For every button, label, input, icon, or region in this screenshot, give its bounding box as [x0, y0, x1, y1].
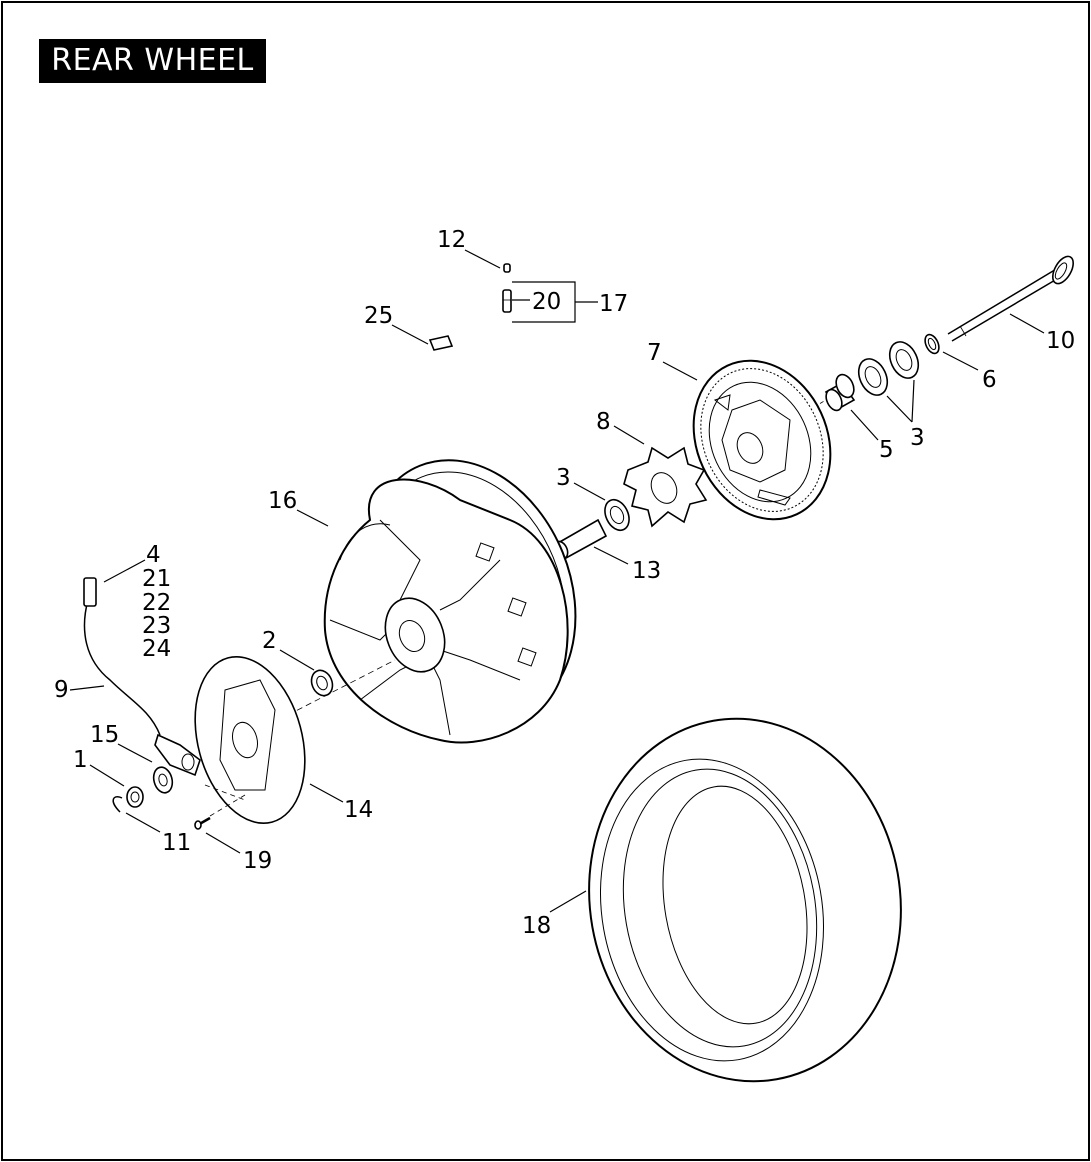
callout-18: 18	[522, 913, 551, 939]
part-bearings-right	[857, 341, 920, 396]
callout-6: 6	[982, 367, 997, 393]
part-sleeve	[813, 373, 856, 412]
callout-9: 9	[54, 677, 69, 703]
part-cush-drive	[623, 446, 708, 528]
leader-lines	[69, 249, 1045, 913]
callout-23: 23	[142, 613, 171, 639]
callout-24: 24	[142, 636, 171, 662]
callout-17: 17	[599, 291, 628, 317]
callout-25: 25	[364, 303, 393, 329]
callout-14: 14	[344, 797, 373, 823]
part-nut	[126, 786, 144, 808]
part-spacer-ring	[924, 333, 940, 355]
callout-20: 20	[532, 289, 561, 315]
part-valve-cap	[503, 263, 511, 273]
part-brake-disc	[194, 656, 306, 824]
part-weight	[428, 335, 454, 351]
part-tire	[588, 717, 902, 1083]
page-title: REAR WHEEL	[39, 39, 266, 83]
callout-5: 5	[879, 437, 894, 463]
callout-3-left: 3	[556, 465, 571, 491]
callout-labels: 12 20 17 25 10 7 6 8 3 5 3 16 13 4 21 22…	[54, 227, 1075, 939]
callout-15: 15	[90, 722, 119, 748]
callout-12: 12	[437, 227, 466, 253]
callout-7: 7	[647, 340, 662, 366]
callout-10: 10	[1046, 328, 1075, 354]
part-bearing-2	[310, 669, 334, 697]
callout-1: 1	[73, 747, 88, 773]
callout-21: 21	[142, 566, 171, 592]
callout-16: 16	[268, 488, 297, 514]
part-sensor-cable	[83, 577, 201, 777]
callout-8: 8	[596, 409, 611, 435]
part-bearing-left	[604, 498, 630, 532]
callout-3-right: 3	[910, 425, 925, 451]
part-axle	[947, 255, 1075, 342]
callout-22: 22	[142, 590, 171, 616]
part-pulley	[692, 359, 832, 521]
part-valve-stem	[502, 289, 512, 313]
callout-4: 4	[146, 542, 161, 568]
callout-13: 13	[632, 558, 661, 584]
callout-19: 19	[243, 848, 272, 874]
callout-11: 11	[162, 830, 191, 856]
part-washer	[152, 766, 174, 794]
part-clip	[112, 796, 123, 813]
part-screw	[194, 784, 246, 830]
part-wheel	[323, 459, 577, 744]
callout-2: 2	[262, 628, 277, 654]
